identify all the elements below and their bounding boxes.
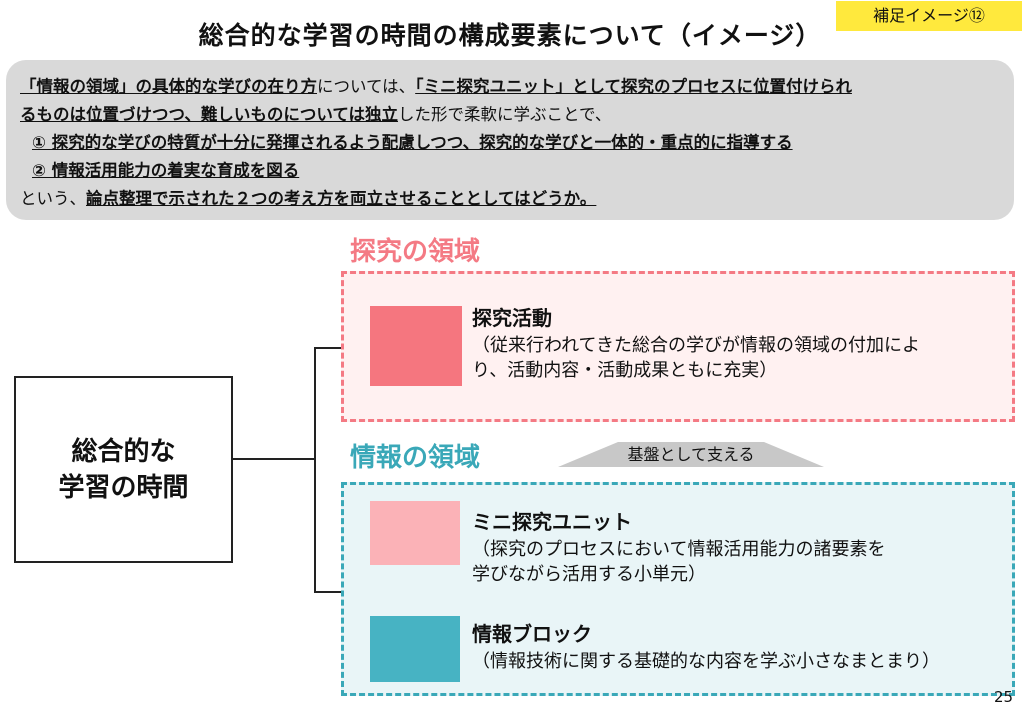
mini-unit-desc-1: （探究のプロセスにおいて情報活用能力の諸要素を — [472, 539, 886, 560]
slide-tag-badge: 補足イメージ⑫ — [836, 1, 1022, 31]
inquiry-activity-desc-2: り、活動内容・活動成果ともに充実） — [472, 360, 778, 381]
connector-line — [233, 458, 315, 460]
info-region-label: 情報の領域 — [350, 443, 481, 473]
info-block-title: 情報ブロック — [472, 622, 592, 646]
summary-line-1: 「情報の領域」の具体的な学びの在り方については、「ミニ探究ユニット」として探究の… — [20, 73, 1014, 101]
connector-line — [314, 347, 316, 593]
summary-text: については、 — [317, 77, 416, 96]
connector-line — [314, 347, 341, 349]
summary-text: した形で柔軟に学ぶことで、 — [398, 105, 612, 124]
summary-emphasis: るものは位置づけつつ、難しいものについては独立 — [20, 105, 399, 124]
mini-unit-desc-2: 学びながら活用する小単元） — [472, 564, 706, 585]
inquiry-region-label: 探究の領域 — [350, 237, 481, 267]
summary-emphasis: 「情報の領域」の具体的な学びの在り方 — [20, 77, 317, 96]
summary-text: という、 — [20, 189, 86, 208]
page-number: 25 — [994, 688, 1014, 706]
support-arrow-shape — [558, 442, 824, 467]
main-box-integrated-study: 総合的な 学習の時間 — [14, 376, 233, 563]
inquiry-activity-square — [370, 306, 462, 386]
summary-point-2: ② 情報活用能力の着実な育成を図る — [32, 161, 300, 180]
mini-unit-title: ミニ探究ユニット — [472, 510, 632, 534]
main-box-line-1: 総合的な — [71, 436, 176, 467]
info-block-square — [370, 616, 460, 682]
summary-line-2: るものは位置づけつつ、難しいものについては独立した形で柔軟に学ぶことで、 — [20, 101, 1014, 129]
summary-box: 「情報の領域」の具体的な学びの在り方については、「ミニ探究ユニット」として探究の… — [6, 60, 1014, 220]
connector-line — [314, 591, 341, 593]
summary-line-4: ② 情報活用能力の着実な育成を図る — [20, 157, 1014, 185]
inquiry-activity-title: 探究活動 — [472, 306, 552, 330]
main-box-line-2: 学習の時間 — [58, 472, 189, 503]
summary-point-1: ① 探究的な学びの特質が十分に発揮されるよう配慮しつつ、探究的な学びと一体的・重… — [32, 133, 793, 152]
info-block-desc: （情報技術に関する基礎的な内容を学ぶ小さなまとまり） — [472, 651, 940, 672]
summary-emphasis: 「ミニ探究ユニット」として探究のプロセスに位置付けられ — [415, 77, 852, 96]
mini-unit-square — [370, 501, 460, 565]
summary-line-5: という、論点整理で示された２つの考え方を両立させることとしてはどうか。 — [20, 185, 1014, 213]
support-arrow: 基盤として支える — [558, 440, 824, 468]
inquiry-activity-desc-1: （従来行われてきた総合の学びが情報の領域の付加によ — [472, 335, 921, 356]
summary-line-3: ① 探究的な学びの特質が十分に発揮されるよう配慮しつつ、探究的な学びと一体的・重… — [20, 129, 1014, 157]
support-arrow-label: 基盤として支える — [627, 445, 755, 464]
summary-emphasis: 論点整理で示された２つの考え方を両立させることとしてはどうか。 — [86, 189, 597, 208]
page-title: 総合的な学習の時間の構成要素について（イメージ） — [198, 21, 822, 50]
